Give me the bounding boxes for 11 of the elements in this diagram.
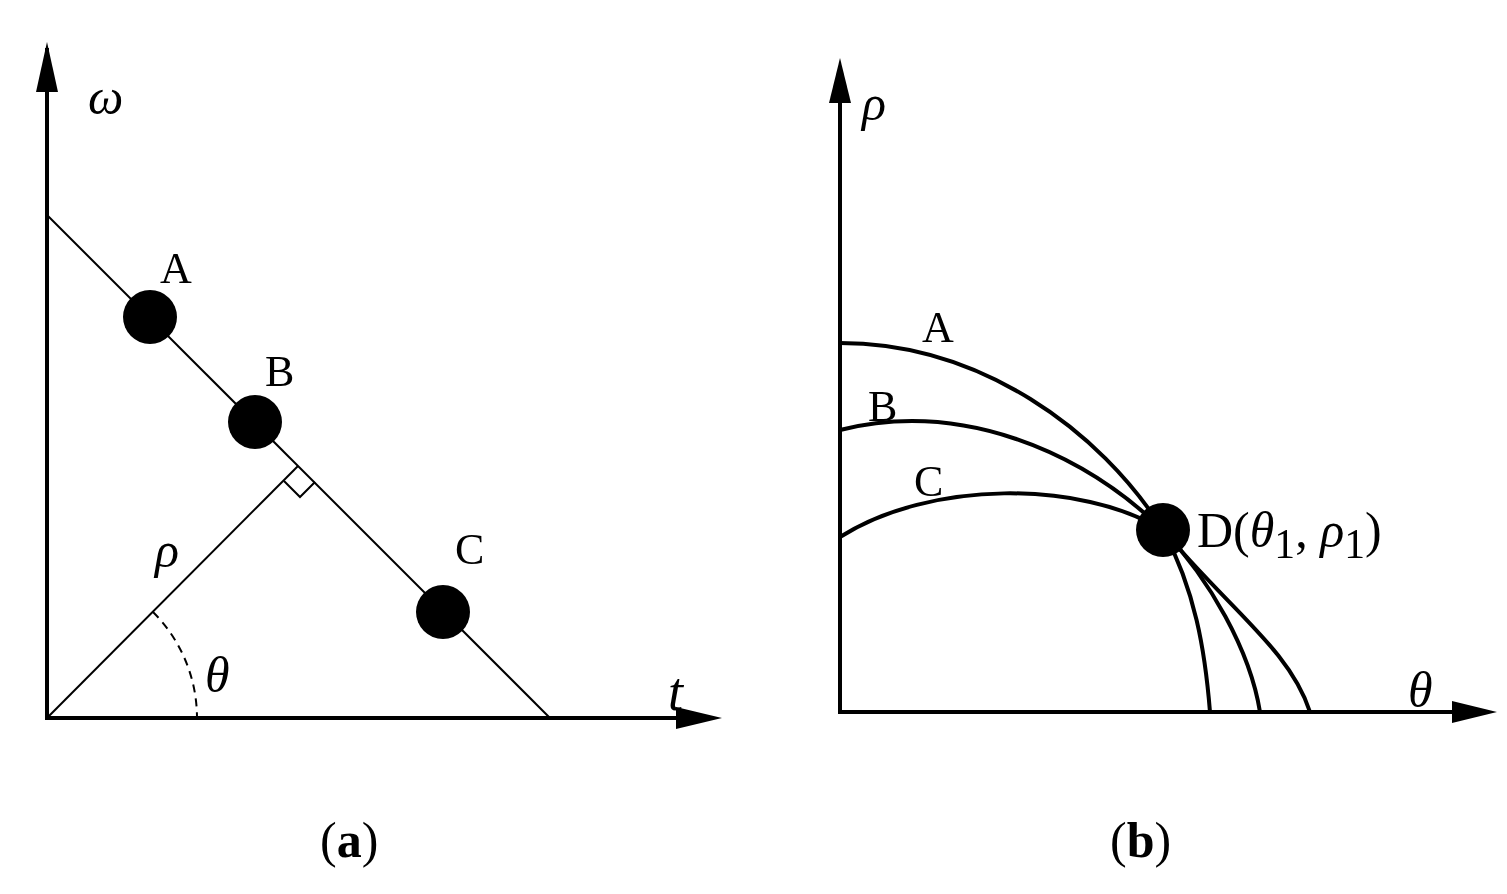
curve-label: C: [914, 460, 944, 504]
angle-label: θ: [205, 650, 230, 700]
axis-label: t: [668, 665, 683, 719]
point-label: C: [455, 528, 485, 572]
point-label: A: [160, 247, 192, 291]
curve-label: A: [922, 306, 954, 350]
axis-label: θ: [1408, 665, 1433, 715]
curve-label: B: [868, 385, 898, 429]
point-label: D(θ$_{1}$, ρ$_{1}$): [1197, 505, 1382, 566]
axis-label: ω: [88, 72, 124, 122]
point-label: B: [265, 350, 295, 394]
